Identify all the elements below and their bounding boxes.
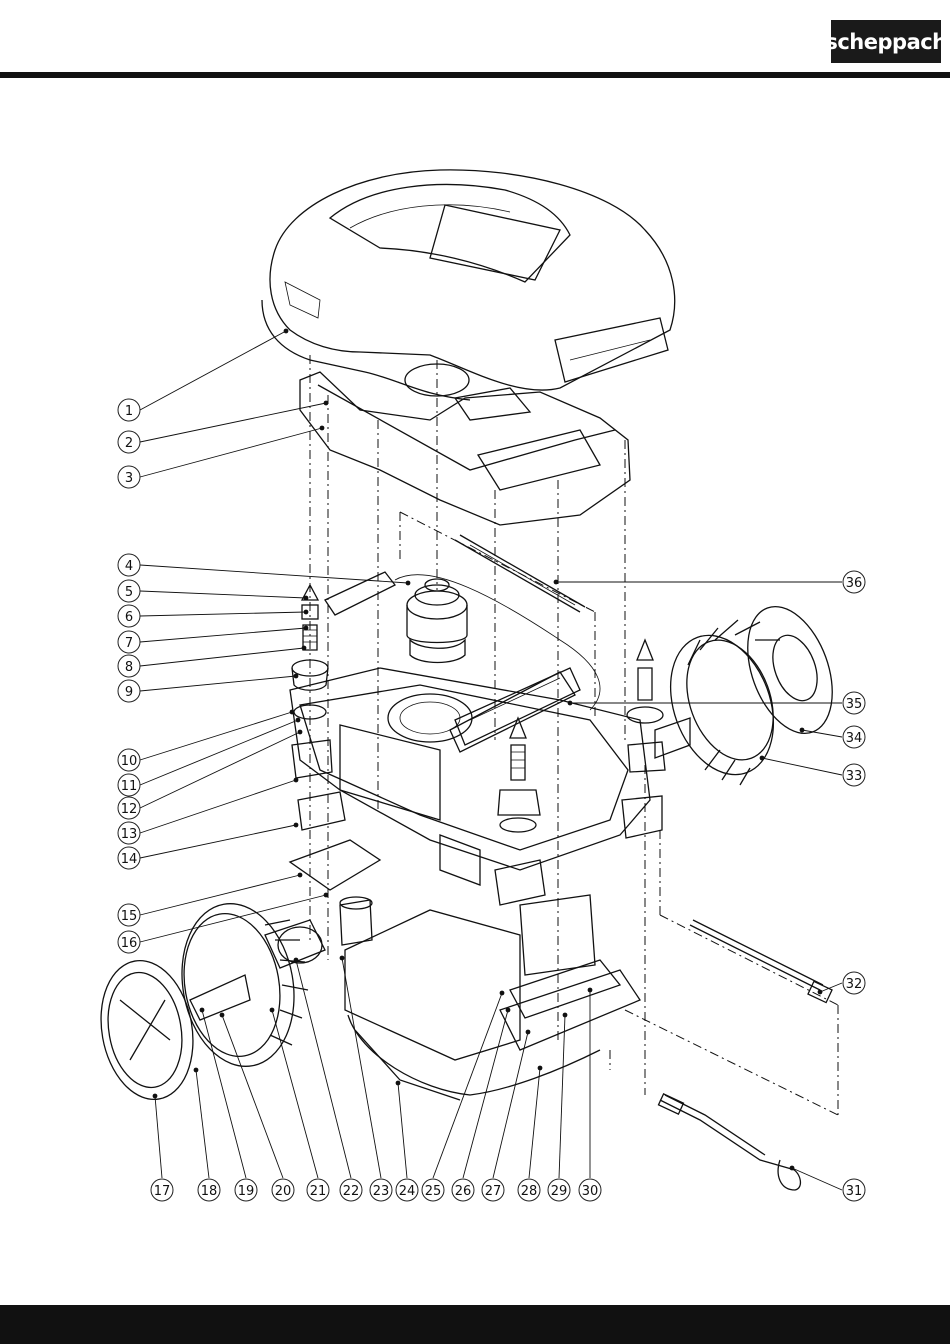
callout-35: 35 — [843, 692, 865, 714]
svg-text:17: 17 — [154, 1184, 171, 1199]
leader-dots — [153, 329, 823, 1171]
callout-16: 16 — [118, 931, 140, 953]
svg-text:36: 36 — [846, 576, 863, 591]
svg-text:26: 26 — [455, 1184, 472, 1199]
callout-26: 26 — [452, 1179, 474, 1201]
main-chassis-frame — [290, 668, 650, 885]
svg-text:31: 31 — [846, 1184, 863, 1199]
svg-text:10: 10 — [121, 754, 138, 769]
control-boards — [325, 572, 600, 752]
right-wheel — [652, 595, 848, 789]
callout-29: 29 — [548, 1179, 570, 1201]
cable-harnesses — [455, 535, 832, 1190]
svg-text:9: 9 — [125, 685, 133, 700]
svg-text:6: 6 — [125, 610, 133, 625]
svg-text:1: 1 — [125, 404, 133, 419]
svg-text:3: 3 — [125, 471, 133, 486]
callout-27: 27 — [482, 1179, 504, 1201]
svg-text:13: 13 — [121, 827, 138, 842]
svg-text:15: 15 — [121, 909, 138, 924]
bottom-housing — [340, 895, 640, 1100]
callout-31: 31 — [843, 1179, 865, 1201]
callout-34: 34 — [843, 726, 865, 748]
svg-text:8: 8 — [125, 660, 133, 675]
svg-text:24: 24 — [399, 1184, 416, 1199]
svg-text:4: 4 — [125, 559, 133, 574]
svg-text:28: 28 — [521, 1184, 538, 1199]
callout-6: 6 — [118, 605, 140, 627]
svg-text:16: 16 — [121, 936, 138, 951]
svg-text:5: 5 — [125, 585, 133, 600]
svg-text:2: 2 — [125, 436, 133, 451]
callout-30: 30 — [579, 1179, 601, 1201]
svg-text:32: 32 — [846, 977, 863, 992]
svg-text:23: 23 — [373, 1184, 390, 1199]
left-caster-stack — [290, 585, 380, 890]
svg-text:34: 34 — [846, 731, 863, 746]
center-caster-stack — [495, 718, 545, 905]
callout-9: 9 — [118, 680, 140, 702]
svg-text:33: 33 — [846, 769, 863, 784]
svg-text:30: 30 — [582, 1184, 599, 1199]
callout-18: 18 — [198, 1179, 220, 1201]
callout-7: 7 — [118, 631, 140, 653]
callout-19: 19 — [235, 1179, 257, 1201]
svg-text:18: 18 — [201, 1184, 218, 1199]
callout-10: 10 — [118, 749, 140, 771]
svg-text:19: 19 — [238, 1184, 255, 1199]
callout-28: 28 — [518, 1179, 540, 1201]
svg-text:35: 35 — [846, 697, 863, 712]
callout-13: 13 — [118, 822, 140, 844]
callout-3: 3 — [118, 466, 140, 488]
svg-text:7: 7 — [125, 636, 133, 651]
callout-5: 5 — [118, 580, 140, 602]
callout-4: 4 — [118, 554, 140, 576]
callout-1: 1 — [118, 399, 140, 421]
callout-8: 8 — [118, 655, 140, 677]
svg-text:22: 22 — [343, 1184, 360, 1199]
cutting-motor-assembly — [407, 579, 467, 663]
callout-21: 21 — [307, 1179, 329, 1201]
callouts: 1 2 3 4 5 6 7 8 9 10 11 12 13 14 15 16 1… — [118, 399, 865, 1201]
callout-32: 32 — [843, 972, 865, 994]
chassis-top-plate — [300, 364, 630, 525]
svg-text:21: 21 — [310, 1184, 327, 1199]
callout-36: 36 — [843, 571, 865, 593]
top-cover — [262, 170, 675, 400]
svg-text:12: 12 — [121, 802, 138, 817]
callout-20: 20 — [272, 1179, 294, 1201]
leader-lines — [140, 331, 842, 1190]
svg-text:14: 14 — [121, 852, 138, 867]
callout-14: 14 — [118, 847, 140, 869]
callout-33: 33 — [843, 764, 865, 786]
callout-25: 25 — [422, 1179, 444, 1201]
callout-23: 23 — [370, 1179, 392, 1201]
callout-2: 2 — [118, 431, 140, 453]
callout-12: 12 — [118, 797, 140, 819]
callout-11: 11 — [118, 774, 140, 796]
svg-text:25: 25 — [425, 1184, 442, 1199]
callout-24: 24 — [396, 1179, 418, 1201]
callout-17: 17 — [151, 1179, 173, 1201]
callout-22: 22 — [340, 1179, 362, 1201]
svg-text:20: 20 — [275, 1184, 292, 1199]
svg-text:27: 27 — [485, 1184, 502, 1199]
svg-text:11: 11 — [121, 779, 138, 794]
callout-15: 15 — [118, 904, 140, 926]
svg-text:29: 29 — [551, 1184, 568, 1199]
